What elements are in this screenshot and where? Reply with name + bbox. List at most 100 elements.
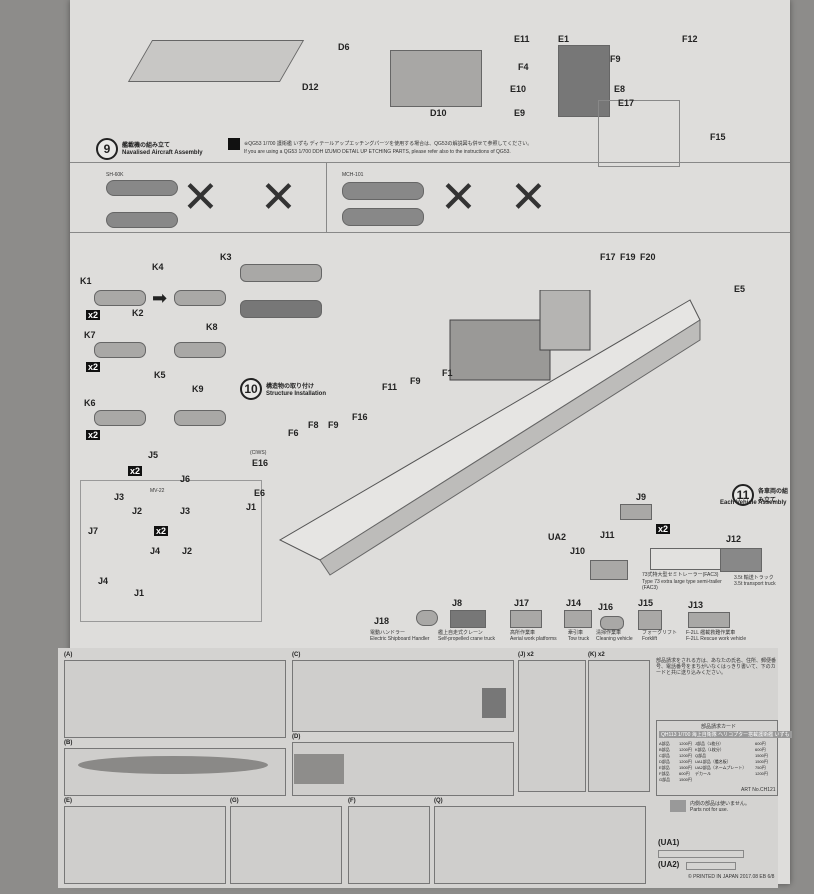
- ua2-label: (UA2): [658, 860, 680, 869]
- vehicle-label-jp: F-2LL 艦載救難作業車: [686, 630, 736, 636]
- superstructure-drawing: [390, 50, 482, 107]
- part-label: E10: [510, 84, 527, 94]
- part-label: J7: [88, 526, 99, 536]
- part-label: J2: [182, 546, 193, 556]
- vehicle-label-jp: 73式特大型セミトレーラー(FAC3): [642, 572, 719, 578]
- vehicle-label-en: Forklift: [642, 636, 657, 642]
- part-label: F4: [518, 62, 529, 72]
- order-card-cell: 1200円: [679, 759, 692, 764]
- step-title-jp: 各車両の組み立て: [758, 489, 789, 504]
- order-card: 部品請求カード QH113 1/700 海上自衛隊 ヘリコプター搭載護衛艦 いず…: [656, 720, 792, 796]
- order-card-cell: デカール: [695, 771, 711, 776]
- order-card-cell: 1200円: [755, 771, 768, 776]
- order-card-cell: 600円: [755, 747, 766, 752]
- order-card-cell: F部品: [659, 771, 670, 776]
- vehicle-label-jp: 高所作業車: [510, 630, 536, 636]
- note-jp: ※QG53 1/700 護衛艦 いずも ディテールアップエッチングパーツを使用す…: [244, 141, 533, 147]
- trailer-drawing: [650, 548, 722, 570]
- order-card-cell: 600円: [755, 741, 766, 746]
- island-drawing: [558, 45, 610, 117]
- order-card-cell: 1500円: [755, 759, 768, 764]
- part-label: K8: [206, 322, 218, 332]
- part-label: J2: [132, 506, 143, 516]
- part-label: F9: [328, 420, 339, 430]
- quantity-badge: x2: [86, 362, 101, 372]
- helicopter-drawing: [106, 180, 178, 196]
- part-label: J8: [452, 598, 463, 608]
- ship-deck-drawing: [278, 290, 701, 576]
- part-label: F15: [710, 132, 726, 142]
- order-card-cell: B部品: [659, 747, 670, 752]
- part-label: K7: [84, 330, 96, 340]
- part-label: F6: [288, 428, 299, 438]
- part-label: J1: [246, 502, 257, 512]
- part-label: J3: [180, 506, 191, 516]
- aircraft-label: SH-60K: [106, 172, 124, 178]
- vehicle-drawing: [638, 610, 662, 630]
- quantity-badge: x2: [154, 526, 169, 536]
- part-label: D10: [430, 108, 447, 118]
- unused-note-jp: 内側の部品は使いません。: [690, 801, 750, 807]
- runner-label: (E): [64, 798, 72, 804]
- vehicle-label-en: Electric Shipboard Handler: [370, 636, 430, 642]
- dark-part: [294, 754, 344, 784]
- vehicle-label-en: 3.5t transport truck: [734, 581, 776, 587]
- rotor-drawing-icon: ✕: [440, 173, 477, 222]
- vehicle-drawing: [600, 616, 624, 630]
- part-label: K9: [192, 384, 204, 394]
- part-label: K2: [132, 308, 144, 318]
- etching-parts-icon: [228, 138, 240, 150]
- part-label: J11: [600, 530, 615, 540]
- order-card-cell: 1500円: [755, 753, 768, 758]
- aircraft-label: MV-22: [150, 488, 165, 494]
- runner-label: (C): [292, 652, 301, 658]
- mv22-assembly-box: [80, 480, 262, 622]
- divider: [70, 162, 790, 163]
- part-label: K6: [84, 398, 96, 408]
- helicopter-drawing: [342, 208, 424, 226]
- step-title-en: Structure Installation: [266, 391, 327, 397]
- part-label: J10: [570, 546, 586, 556]
- tiltrotor-drawing: [240, 264, 322, 282]
- arrow-right-icon: ➡: [152, 288, 168, 308]
- step-title-en: Each Vehicle Assembly: [720, 500, 787, 506]
- vehicle-drawing: [450, 610, 486, 628]
- order-card-cell: [695, 777, 755, 783]
- vehicle-drawing: [416, 610, 438, 626]
- quantity-badge: x2: [656, 524, 671, 534]
- part-label: F8: [308, 420, 319, 430]
- helicopter-drawing: [174, 342, 226, 358]
- vehicle-row: J18 電動ハンドラー Electric Shipboard Handler J…: [370, 598, 770, 643]
- divider: [70, 232, 790, 233]
- part-label: J13: [688, 600, 704, 610]
- step-title-jp: 構造物の取り付け: [266, 384, 315, 390]
- runner-label: (D): [292, 734, 301, 740]
- order-card-cell: UA1部品（艦名板）: [695, 759, 731, 764]
- runner-label: (A): [64, 652, 73, 658]
- rotor-drawing-icon: ✕: [510, 173, 547, 222]
- vehicle-label-en: Aerial work platforms: [510, 636, 557, 642]
- order-card-row: F部品 600円デカール 1200円: [659, 771, 775, 777]
- vehicle-label-en: Type 73 extra large type semi-trailer (F…: [642, 579, 722, 591]
- helicopter-drawing: [94, 410, 146, 426]
- part-label: (CIWS): [250, 450, 267, 456]
- vehicle-drawing: [564, 610, 592, 628]
- vehicle-label-jp: フォークリフト: [642, 630, 678, 636]
- helicopter-drawing: [94, 290, 146, 306]
- part-label: E5: [734, 284, 746, 294]
- vehicle-label-jp: 電動ハンドラー: [370, 630, 406, 636]
- step-number: 9: [96, 138, 118, 160]
- part-label: F11: [382, 382, 398, 392]
- part-label: J1: [134, 588, 145, 598]
- order-card-cell: 600円: [679, 771, 690, 776]
- ua2-part: [686, 862, 736, 870]
- runner-label: (F): [348, 798, 356, 804]
- vehicle-label-jp: 3.5t 輸送トラック: [734, 575, 774, 581]
- order-card-cell: 1200円: [679, 747, 692, 752]
- part-label: D12: [302, 82, 319, 92]
- part-label: F1: [442, 368, 453, 378]
- runner-q: [434, 806, 646, 884]
